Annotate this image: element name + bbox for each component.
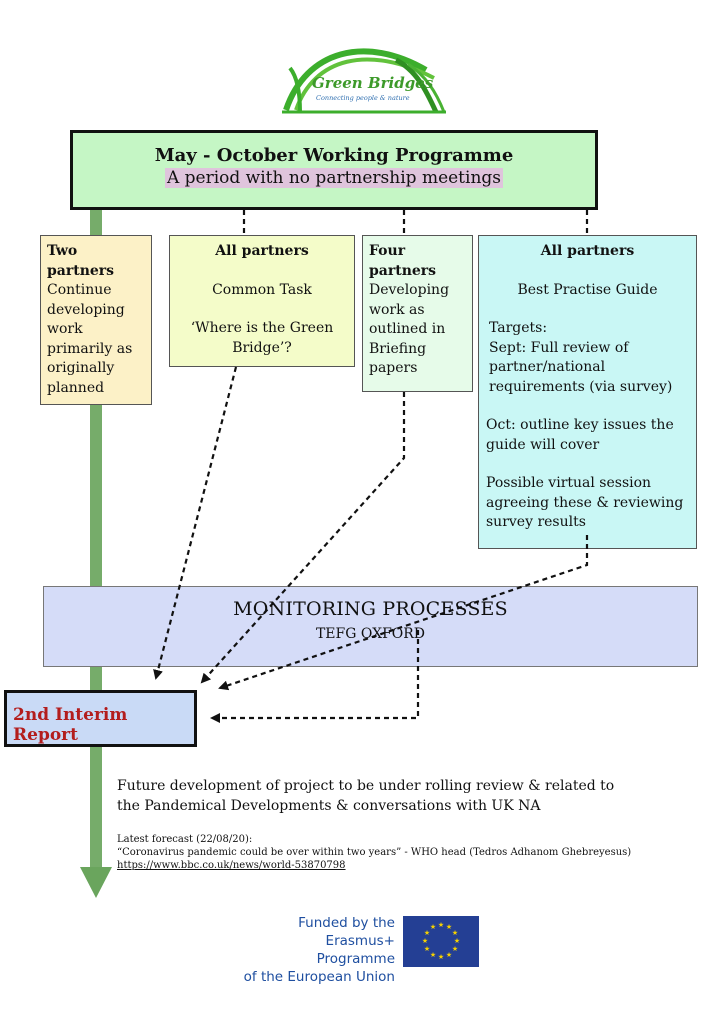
card-line: papers (369, 360, 418, 376)
bridge-arch-icon (282, 48, 446, 114)
svg-text:★: ★ (452, 929, 458, 937)
svg-text:★: ★ (422, 937, 428, 945)
timeline-arrow-head (80, 867, 112, 898)
monitoring-subtitle: TEFG OXFORD (315, 626, 426, 642)
card-subtitle: Best Practise Guide (517, 281, 658, 298)
card-line: work as (369, 301, 425, 318)
monitoring-title: MONITORING PROCESSES (233, 598, 508, 620)
card-line: Briefing (369, 340, 427, 357)
card-heading: All partners (540, 243, 635, 259)
interim-report-box: 2nd Interim Report (4, 690, 197, 747)
green-bridges-logo: Green Bridges Connecting people & nature (276, 40, 452, 114)
svg-text:★: ★ (424, 945, 430, 953)
logo-name: Green Bridges (312, 74, 434, 92)
svg-text:★: ★ (430, 923, 436, 931)
svg-text:★: ★ (438, 921, 444, 929)
card-line: Developing (369, 282, 450, 298)
card-line: originally (47, 360, 115, 376)
card-line: primarily as (47, 340, 133, 357)
page-subtitle: A period with no partnership meetings (164, 168, 504, 188)
card-task: Common Task (212, 281, 312, 298)
card-line: Continue (47, 282, 112, 298)
page-title: May - October Working Programme (154, 145, 514, 166)
funding-line: Funded by the (298, 915, 395, 931)
monitoring-processes-box: MONITORING PROCESSES TEFG OXFORD (43, 586, 698, 667)
forecast-date: Latest forecast (22/08/20): (117, 834, 253, 845)
card-line: work (47, 321, 83, 337)
targets-label: Targets: (489, 320, 548, 336)
svg-text:★: ★ (430, 951, 436, 959)
interim-report-label: 2nd Interim Report (13, 705, 128, 745)
card-best-practise-guide: All partners Best Practise Guide Targets… (478, 235, 697, 549)
svg-text:★: ★ (438, 953, 444, 961)
svg-text:★: ★ (446, 923, 452, 931)
card-line: developing (47, 301, 125, 318)
card-heading: All partners (215, 243, 309, 259)
card-all-partners-common-task: All partners Common Task ‘Where is the G… (169, 235, 355, 367)
logo-tagline: Connecting people & nature (316, 94, 410, 102)
card-quote: ‘Where is the Green Bridge’? (190, 320, 334, 356)
svg-text:★: ★ (446, 951, 452, 959)
target-sept: Sept: Full review of partner/national re… (489, 339, 673, 395)
card-heading: Two partners (47, 243, 115, 279)
card-line: planned (47, 379, 105, 396)
target-virtual-session: Possible virtual session agreeing these … (486, 475, 684, 530)
card-four-partners: Four partners Developing work as outline… (362, 235, 473, 392)
funding-line: of the European Union (243, 969, 395, 985)
funding-line: Erasmus+ Programme (316, 933, 395, 967)
forecast-block: Latest forecast (22/08/20): “Coronavirus… (117, 833, 697, 872)
eu-flag-icon: ★ ★ ★ ★ ★ ★ ★ ★ ★ ★ ★ ★ (403, 916, 479, 967)
forecast-quote: “Coronavirus pandemic could be over with… (117, 847, 632, 858)
card-two-partners: Two partners Continue developing work pr… (40, 235, 152, 405)
svg-text:★: ★ (424, 929, 430, 937)
target-oct: Oct: outline key issues the guide will c… (486, 417, 674, 453)
card-line: outlined in (369, 321, 446, 337)
svg-text:★: ★ (452, 945, 458, 953)
erasmus-funding-text: Funded by the Erasmus+ Programme of the … (243, 914, 395, 986)
forecast-link[interactable]: https://www.bbc.co.uk/news/world-5387079… (117, 860, 346, 871)
svg-text:★: ★ (454, 937, 460, 945)
card-heading: Four partners (369, 243, 437, 279)
future-development-text: Future development of project to be unde… (117, 778, 615, 814)
programme-title-box: May - October Working Programme A period… (70, 130, 598, 210)
